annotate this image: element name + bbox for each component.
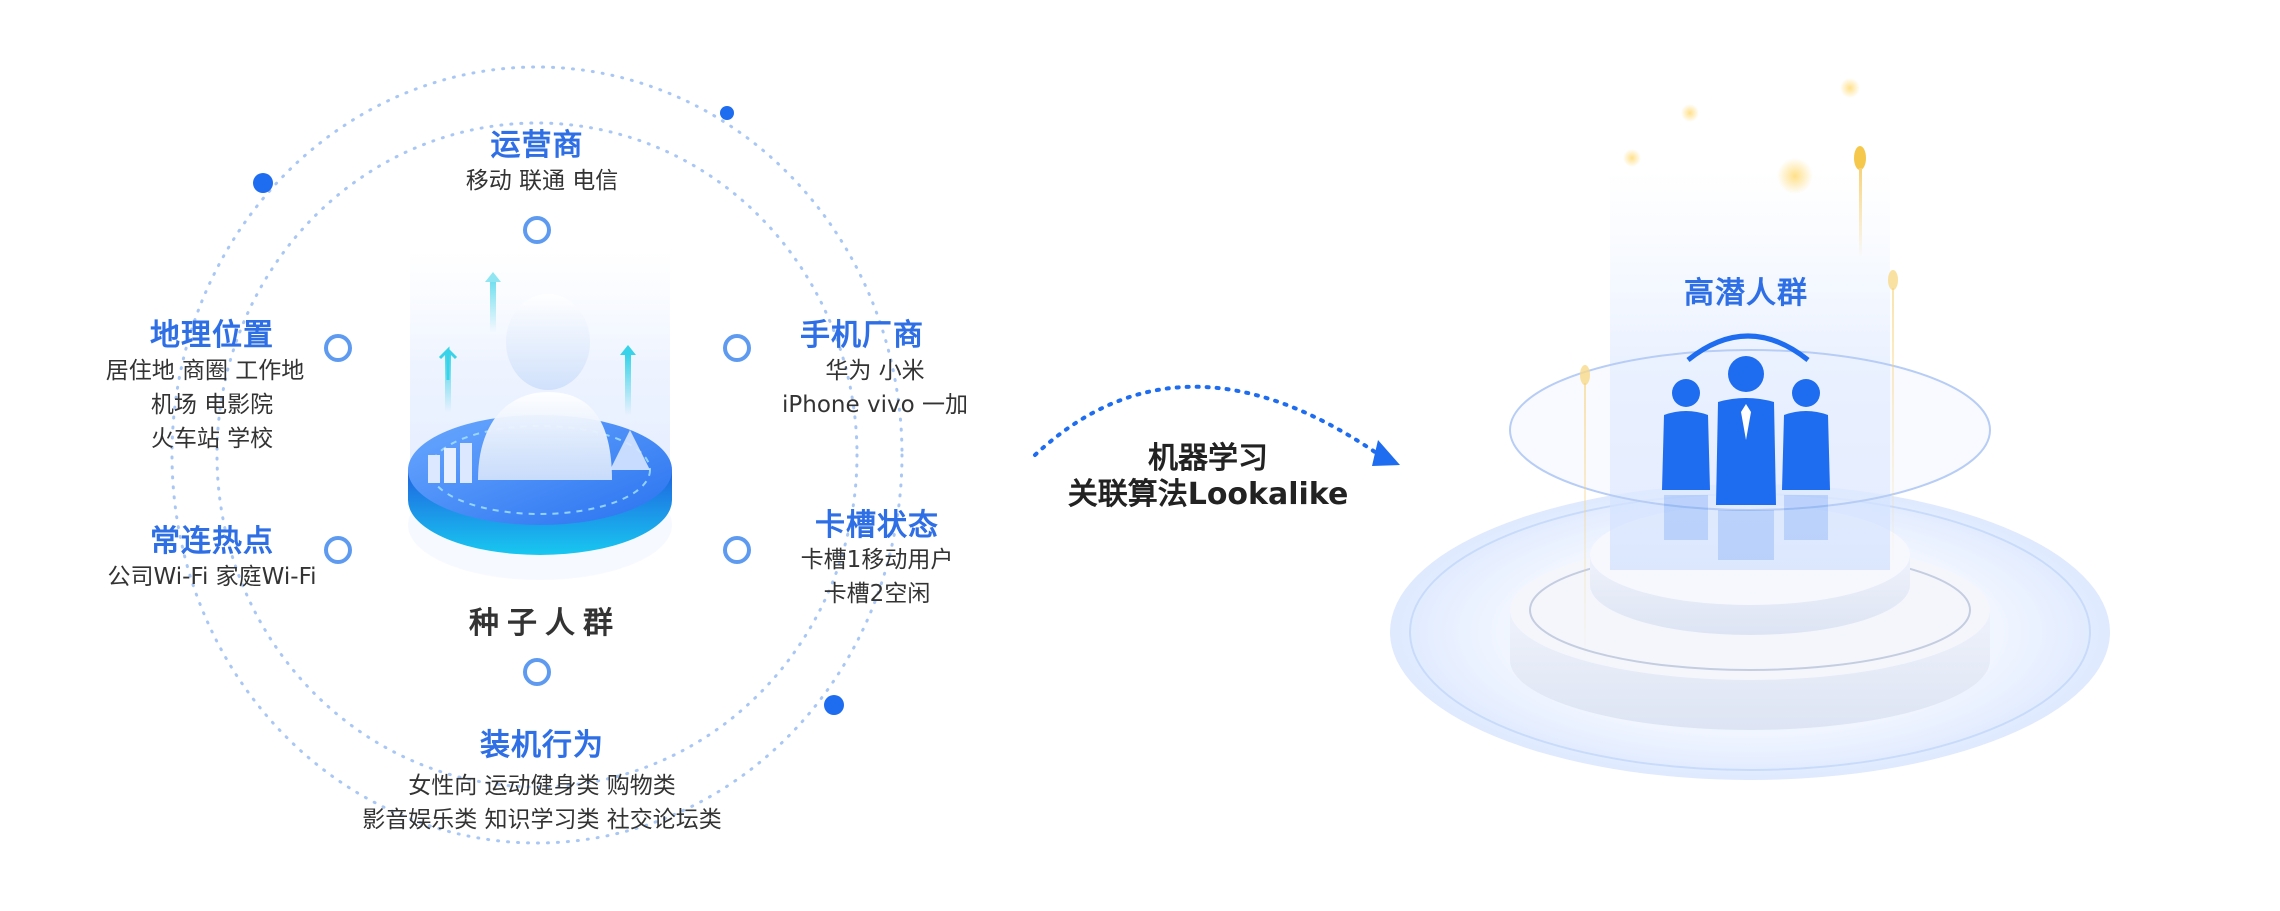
orbit-nodes [324, 216, 751, 686]
orbit-dot [824, 695, 844, 715]
category-install-line: 影音娱乐类 知识学习类 社交论坛类 [362, 807, 722, 833]
seed-platform [408, 250, 672, 580]
orbit-inner [215, 121, 859, 789]
process-label-line1: 机器学习 [1148, 441, 1268, 476]
node-sim-status [723, 536, 751, 564]
category-location-line: 机场 电影院 [150, 392, 274, 418]
node-location [324, 334, 352, 362]
high-potential-crowd-label: 高潜人群 [1684, 276, 1808, 311]
node-carrier [523, 216, 551, 244]
category-hotspot-line: 公司Wi-Fi 家庭Wi-Fi [107, 564, 317, 590]
category-sim-status-line: 卡槽1移动用户 [800, 547, 954, 573]
crowd-icon [1662, 333, 1830, 560]
category-sim-status-line: 卡槽2空闲 [823, 581, 931, 607]
orbit-dot [253, 173, 273, 193]
node-install [523, 658, 551, 686]
category-install-line: 女性向 运动健身类 购物类 [408, 773, 676, 799]
category-phone-brand-line: 华为 小米 [825, 358, 925, 384]
category-carrier-title: 运营商 [490, 128, 584, 163]
category-location-line: 居住地 商圈 工作地 [105, 358, 305, 384]
category-carrier-line: 移动 联通 电信 [465, 168, 619, 194]
category-phone-brand-line: iPhone vivo 一加 [782, 392, 968, 418]
orbit-dots [253, 106, 844, 715]
process-arrow [1033, 384, 1400, 466]
category-hotspot-title: 常连热点 [150, 524, 274, 559]
result-platform [1390, 78, 2110, 780]
orbit-dot [720, 106, 734, 120]
category-sim-status-title: 卡槽状态 [815, 508, 939, 543]
category-phone-brand-title: 手机厂商 [800, 318, 924, 353]
category-location-title: 地理位置 [150, 318, 274, 353]
orbit-outer [170, 65, 904, 845]
orbit-rings [170, 65, 904, 845]
node-phone-brand [723, 334, 751, 362]
seed-crowd-label: 种子人群 [469, 606, 621, 641]
node-hotspot [324, 536, 352, 564]
process-label-line2: 关联算法Lookalike [1067, 477, 1349, 512]
category-location-line: 火车站 学校 [150, 426, 274, 452]
category-install-title: 装机行为 [480, 728, 604, 763]
